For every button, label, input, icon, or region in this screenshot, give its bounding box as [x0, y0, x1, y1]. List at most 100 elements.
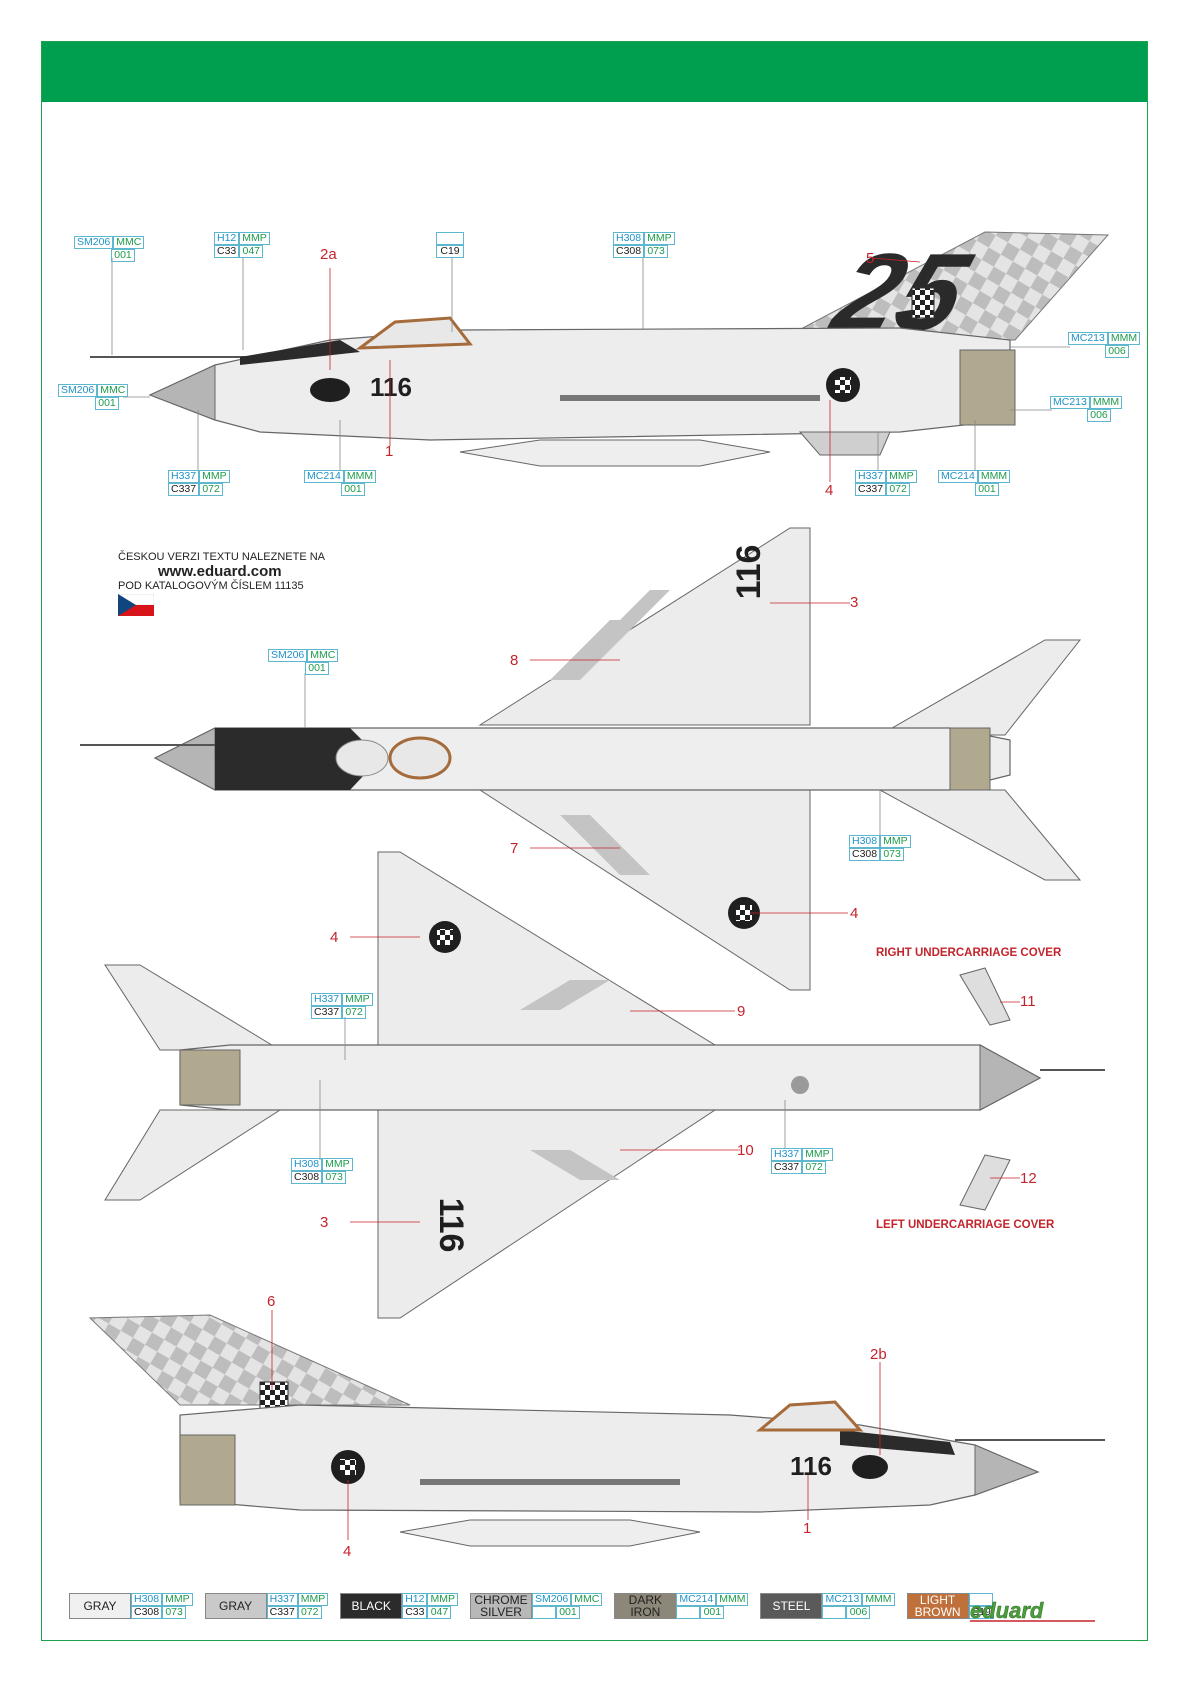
callout-9: 9 — [737, 1003, 746, 1020]
callout-8: 8 — [510, 652, 519, 669]
callout-4-side: 4 — [825, 482, 834, 499]
callout-2b: 2b — [870, 1346, 887, 1363]
legend-code: 006 — [846, 1606, 871, 1619]
legend-code: MC213 — [822, 1593, 863, 1606]
callout-1-top: 1 — [385, 443, 394, 460]
serial-side-top: 116 — [370, 372, 412, 402]
legend-code: C337 — [266, 1606, 298, 1619]
legend-swatch: GRAY — [69, 1593, 131, 1619]
legend-swatch: GRAY — [204, 1593, 267, 1619]
legend-swatch: STEEL — [760, 1593, 823, 1619]
right-undercarriage-label: RIGHT UNDERCARRIAGE COVER — [876, 947, 1062, 959]
legend-code: C19 — [968, 1606, 994, 1619]
top-view: 116 — [80, 527, 1082, 991]
callout-3-top: 3 — [850, 594, 859, 611]
serial-bottom-view: 116 — [432, 1198, 470, 1253]
legend-code: 001 — [700, 1606, 725, 1619]
legend-code: MMP — [427, 1593, 458, 1606]
legend-code: H337 — [266, 1593, 298, 1606]
side-view-left: 25 116 — [90, 231, 1110, 467]
serial-top-view: 116 — [730, 545, 768, 600]
legend-code: MC214 — [676, 1593, 717, 1606]
czech-note-line3: POD KATALOGOVÝM ČÍSLEM 11135 — [118, 580, 304, 592]
callout-12: 12 — [1020, 1170, 1037, 1187]
header-bar — [42, 42, 1147, 102]
legend-code: C308 — [131, 1606, 163, 1619]
legend-code — [676, 1606, 701, 1619]
callout-6: 6 — [267, 1293, 276, 1310]
legend-swatch: DARK IRON — [614, 1593, 677, 1619]
legend-code: 072 — [297, 1606, 322, 1619]
side-view-right: 116 — [88, 1314, 1105, 1547]
legend-code: 001 — [555, 1606, 580, 1619]
legend-code: C33 — [402, 1606, 428, 1619]
legend-code: 073 — [162, 1606, 187, 1619]
code-leader-lines — [111, 258, 1070, 1160]
czech-note-line1: ČESKOU VERZI TEXTU NALEZNETE NA — [118, 551, 326, 563]
legend-code: 047 — [427, 1606, 452, 1619]
callout-10: 10 — [737, 1142, 754, 1159]
legend-code: SM206 — [531, 1593, 572, 1606]
callout-7: 7 — [510, 840, 519, 857]
legend-code: MMC — [571, 1593, 603, 1606]
callout-5: 5 — [866, 250, 875, 267]
callout-1-bottom: 1 — [803, 1520, 812, 1537]
left-undercarriage-cover — [959, 1154, 1011, 1211]
bottom-view: 11 6 — [104, 851, 1105, 1319]
page-frame — [41, 41, 1148, 1641]
legend-code — [531, 1606, 556, 1619]
czech-note: ČESKOU VERZI TEXTU NALEZNETE NA www.edua… — [117, 551, 348, 619]
legend-codes: C19 — [968, 1593, 994, 1619]
left-undercarriage-label: LEFT UNDERCARRIAGE COVER — [876, 1219, 1055, 1231]
callout-11: 11 — [1020, 993, 1036, 1010]
legend-code: H308 — [131, 1593, 163, 1606]
callout-3-bottom: 3 — [320, 1214, 329, 1231]
legend-code: MMP — [162, 1593, 193, 1606]
legend-code — [822, 1606, 847, 1619]
right-undercarriage-cover — [959, 967, 1011, 1026]
legend-code: H12 — [402, 1593, 428, 1606]
code-box-3: C19 — [436, 232, 464, 258]
serial-side-bottom: 116 — [790, 1451, 832, 1481]
brand-name: eduard — [970, 1600, 1044, 1622]
czech-note-url[interactable]: www.eduard.com — [158, 563, 282, 580]
callout-4-top: 4 — [850, 905, 859, 922]
legend-swatch: LIGHT BROWN — [906, 1593, 969, 1619]
czech-flag-icon — [117, 593, 155, 616]
legend-code: MMM — [716, 1593, 749, 1606]
callout-2a: 2a — [320, 246, 337, 263]
callout-4-side-bottom: 4 — [343, 1543, 352, 1560]
legend-code: MMP — [297, 1593, 329, 1606]
legend-swatch: CHROME SILVER — [469, 1593, 532, 1619]
legend-code — [968, 1593, 993, 1606]
leader-lines — [271, 257, 1020, 1540]
